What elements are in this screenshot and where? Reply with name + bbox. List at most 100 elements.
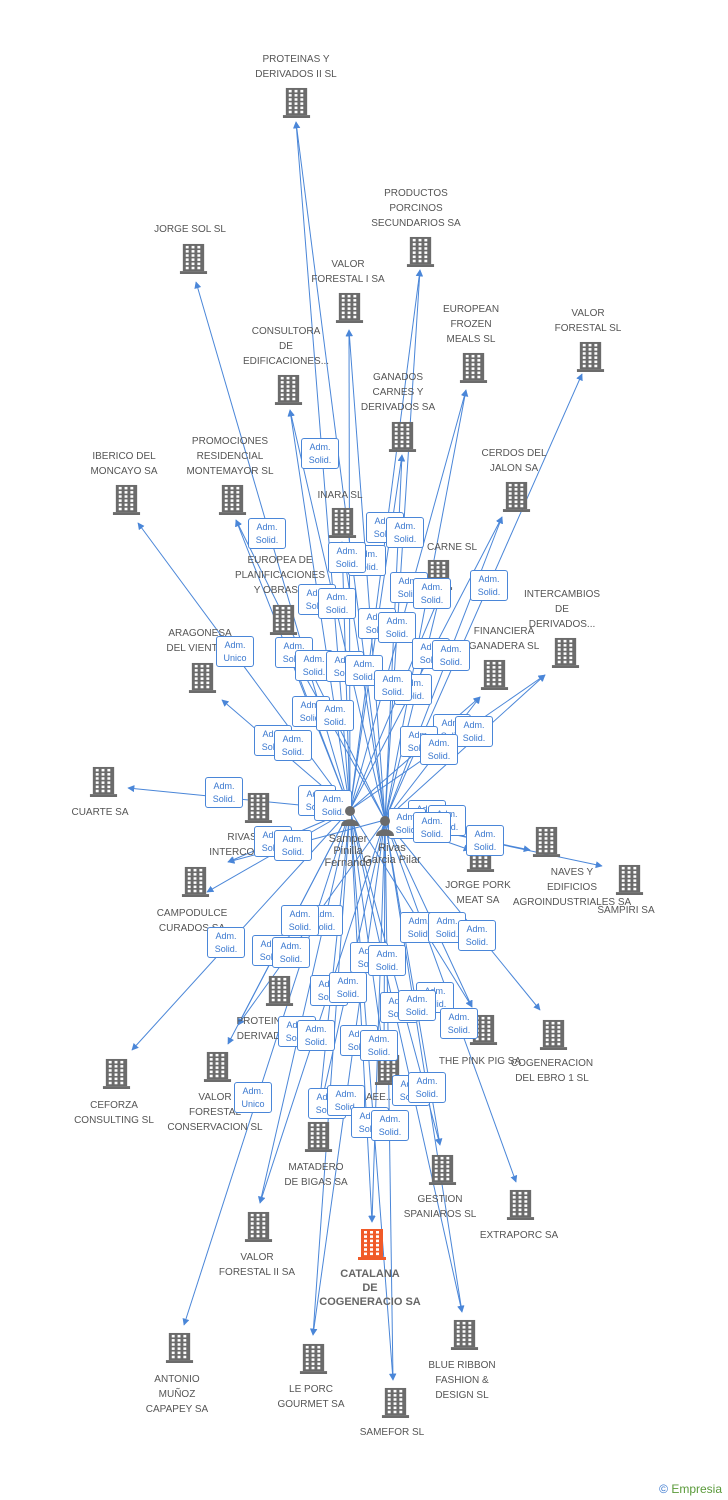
- relation-badge-adm-solid[interactable]: Adm. Solid.: [420, 734, 458, 765]
- company-label[interactable]: GANADOS CARNES Y DERIVADOS SA: [360, 372, 436, 413]
- company-label[interactable]: JORGE PORK MEAT SA: [445, 880, 511, 906]
- company-building-icon[interactable]: [614, 864, 645, 900]
- relation-badge-adm-solid[interactable]: Adm. Solid.: [378, 612, 416, 643]
- company-building-icon[interactable]: [575, 341, 606, 377]
- company-label[interactable]: ANTONIO MUÑOZ CAPAPEY SA: [145, 1374, 209, 1415]
- company-building-icon[interactable]: [202, 1051, 233, 1087]
- company-building-icon[interactable]: [178, 243, 209, 279]
- relation-badge-adm-solid[interactable]: Adm. Solid.: [272, 937, 310, 968]
- relation-badge-adm-solid[interactable]: Adm. Solid.: [207, 927, 245, 958]
- focus-company-label[interactable]: CATALANA DE COGENERACIO SA: [319, 1268, 421, 1308]
- relation-badge-adm-solid[interactable]: Adm. Solid.: [314, 790, 352, 821]
- company-building-icon[interactable]: [268, 604, 299, 640]
- company-building-icon[interactable]: [380, 1387, 411, 1423]
- company-label[interactable]: THE PINK PIG SA: [438, 1056, 522, 1067]
- company-building-icon[interactable]: [88, 766, 119, 802]
- relation-badge-adm-solid[interactable]: Adm. Solid.: [413, 812, 451, 843]
- company-label[interactable]: SAMEFOR SL: [359, 1427, 425, 1438]
- company-label[interactable]: IBERICO DEL MONCAYO SA: [90, 451, 158, 477]
- company-label[interactable]: ARAGONESA DEL VIENTO...: [166, 628, 234, 654]
- relation-badge-adm-solid[interactable]: Adm. Solid.: [301, 438, 339, 469]
- person-icon[interactable]: [374, 814, 396, 841]
- relation-badge-adm-solid[interactable]: Adm. Solid.: [328, 542, 366, 573]
- company-label[interactable]: INTERCAMBIOS DE DERIVADOS...: [523, 589, 601, 630]
- company-label[interactable]: VALOR FORESTAL SL: [554, 308, 622, 334]
- relation-badge-adm-solid[interactable]: Adm. Solid.: [205, 777, 243, 808]
- company-building-icon[interactable]: [327, 507, 358, 543]
- company-building-icon[interactable]: [273, 374, 304, 410]
- company-label[interactable]: AEE...: [365, 1092, 395, 1103]
- relation-badge-adm-solid[interactable]: Adm. Solid.: [274, 830, 312, 861]
- company-building-icon[interactable]: [387, 421, 418, 457]
- relation-badge-adm-solid[interactable]: Adm. Solid.: [360, 1030, 398, 1061]
- company-building-icon[interactable]: [111, 484, 142, 520]
- company-label[interactable]: VALOR FORESTAL I SA: [311, 259, 385, 285]
- company-label[interactable]: EUROPEAN FROZEN MEALS SL: [442, 304, 500, 345]
- company-label[interactable]: RIVAS INTERCONT...: [209, 832, 275, 858]
- company-label[interactable]: VALOR FORESTAL CONSERVACION SL: [167, 1092, 263, 1133]
- company-label[interactable]: CARNE SL: [426, 542, 478, 553]
- company-building-icon[interactable]: [479, 659, 510, 695]
- company-label[interactable]: PROTEINAS Y DERIVADOS II SL: [255, 54, 337, 80]
- company-building-icon[interactable]: [101, 1058, 132, 1094]
- person-label[interactable]: Rivas Garcia Pilar: [363, 842, 421, 866]
- relation-badge-adm-solid[interactable]: Adm. Solid.: [316, 700, 354, 731]
- relation-badge-adm-solid[interactable]: Adm. Solid.: [440, 1008, 478, 1039]
- company-building-icon[interactable]: [281, 87, 312, 123]
- relation-badge-adm-solid[interactable]: Adm. Solid.: [432, 640, 470, 671]
- relation-badge-adm-solid[interactable]: Adm. Solid.: [248, 518, 286, 549]
- company-label[interactable]: JORGE SOL SL: [154, 224, 226, 235]
- relation-badge-adm-solid[interactable]: Adm. Solid.: [274, 730, 312, 761]
- company-building-icon[interactable]: [164, 1332, 195, 1368]
- company-label[interactable]: GESTION SPANIAROS SL: [403, 1194, 477, 1220]
- company-building-icon[interactable]: [298, 1343, 329, 1379]
- relation-badge-adm-solid[interactable]: Adm. Solid.: [398, 990, 436, 1021]
- company-label[interactable]: CEFORZA CONSULTING SL: [74, 1100, 154, 1126]
- company-building-icon[interactable]: [243, 792, 274, 828]
- company-building-icon[interactable]: [303, 1121, 334, 1157]
- company-building-icon[interactable]: [531, 826, 562, 862]
- company-building-icon[interactable]: [243, 1211, 274, 1247]
- relation-badge-adm-solid[interactable]: Adm. Solid.: [408, 1072, 446, 1103]
- company-label[interactable]: CONSULTORA DE EDIFICACIONES...: [242, 326, 330, 367]
- company-building-icon[interactable]: [458, 352, 489, 388]
- company-label[interactable]: LE PORC GOURMET SA: [277, 1384, 345, 1410]
- company-building-icon[interactable]: [405, 236, 436, 272]
- relation-badge-adm-unico[interactable]: Adm. Unico: [234, 1082, 272, 1113]
- relation-badge-adm-solid[interactable]: Adm. Solid.: [455, 716, 493, 747]
- company-label[interactable]: EUROPEA DE PLANIFICACIONES Y OBRAS...: [234, 555, 326, 596]
- relation-badge-adm-unico[interactable]: Adm. Unico: [216, 636, 254, 667]
- relation-badge-adm-solid[interactable]: Adm. Solid.: [297, 1020, 335, 1051]
- company-label[interactable]: SAMPIRI SA: [597, 905, 655, 916]
- relation-badge-adm-solid[interactable]: Adm. Solid.: [368, 945, 406, 976]
- company-label[interactable]: VALOR FORESTAL II SA: [218, 1252, 296, 1278]
- company-label[interactable]: PRODUCTOS PORCINOS SECUNDARIOS SA: [371, 188, 461, 229]
- company-building-icon[interactable]: [449, 1319, 480, 1355]
- relation-badge-adm-solid[interactable]: Adm. Solid.: [281, 905, 319, 936]
- company-building-icon[interactable]: [538, 1019, 569, 1055]
- relation-badge-adm-solid[interactable]: Adm. Solid.: [413, 578, 451, 609]
- company-label[interactable]: PROMOCIONES RESIDENCIAL MONTEMAYOR SL: [186, 436, 274, 477]
- company-building-icon[interactable]: [550, 637, 581, 673]
- company-building-icon[interactable]: [264, 975, 295, 1011]
- company-building-icon[interactable]: [180, 866, 211, 902]
- relation-badge-adm-solid[interactable]: Adm. Solid.: [318, 588, 356, 619]
- relation-badge-adm-solid[interactable]: Adm. Solid.: [329, 972, 367, 1003]
- company-building-icon[interactable]: [334, 292, 365, 328]
- company-label[interactable]: MATADERO DE BIGAS SA: [284, 1162, 348, 1188]
- relation-badge-adm-solid[interactable]: Adm. Solid.: [374, 670, 412, 701]
- relation-badge-adm-solid[interactable]: Adm. Solid.: [470, 570, 508, 601]
- company-label[interactable]: NAVES Y EDIFICIOS AGROINDUSTRIALES SA: [512, 867, 632, 908]
- company-label[interactable]: CERDOS DEL JALON SA: [481, 448, 547, 474]
- company-label[interactable]: INARA SL: [317, 490, 363, 501]
- focus-company-building-icon[interactable]: [356, 1228, 388, 1265]
- company-building-icon[interactable]: [217, 484, 248, 520]
- company-label[interactable]: CUARTE SA: [71, 807, 129, 818]
- person-icon[interactable]: [339, 804, 361, 831]
- relation-badge-adm-solid[interactable]: Adm. Solid.: [458, 920, 496, 951]
- relation-badge-adm-solid[interactable]: Adm. Solid.: [386, 517, 424, 548]
- company-label[interactable]: BLUE RIBBON FASHION & DESIGN SL: [428, 1360, 496, 1401]
- company-building-icon[interactable]: [427, 1154, 458, 1190]
- person-label[interactable]: Samper Pinilla Fernando: [324, 833, 372, 869]
- company-building-icon[interactable]: [501, 481, 532, 517]
